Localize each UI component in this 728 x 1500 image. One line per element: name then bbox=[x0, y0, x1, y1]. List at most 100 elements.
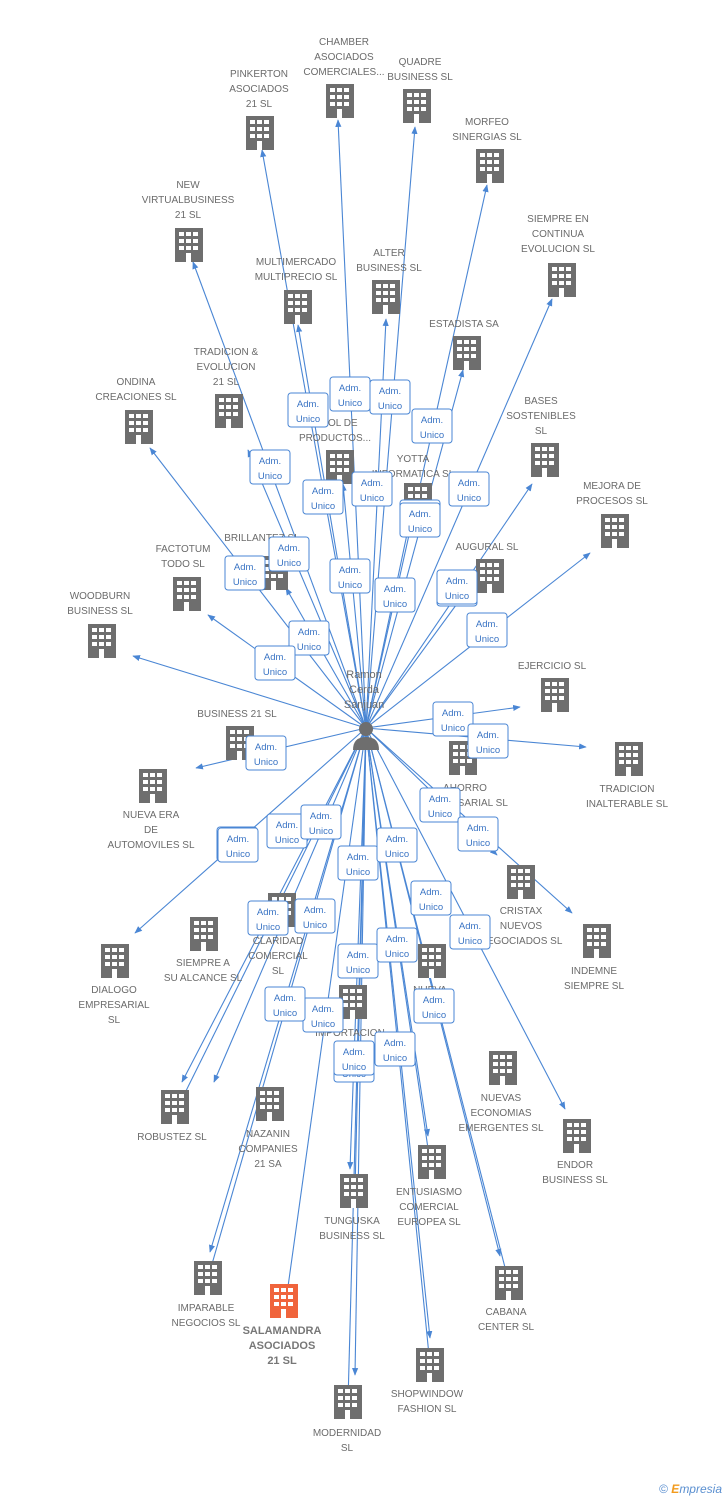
role-badge[interactable]: Adm.Unico bbox=[247, 900, 289, 936]
role-badge[interactable]: Adm.Unico bbox=[419, 787, 461, 823]
role-badge[interactable]: Adm.Unico bbox=[376, 927, 418, 963]
company-node[interactable]: AUGURAL SL bbox=[456, 542, 519, 593]
company-node[interactable]: ESTADISTA SA bbox=[429, 319, 499, 370]
company-label-line: NUEVA ERA bbox=[123, 810, 180, 821]
company-node[interactable]: ROBUSTEZ SL bbox=[137, 1090, 207, 1143]
role-badge[interactable]: Adm.Unico bbox=[410, 880, 452, 916]
role-badge[interactable]: Adm.Unico bbox=[302, 997, 344, 1033]
role-badge[interactable]: Adm.Unico bbox=[411, 408, 453, 444]
role-badge[interactable]: Adm.Unico bbox=[245, 735, 287, 771]
company-node[interactable]: SIEMPRE ASU ALCANCE SL bbox=[164, 917, 243, 984]
role-badge[interactable]: Adm.Unico bbox=[374, 577, 416, 613]
company-label-line: PINKERTON bbox=[230, 69, 288, 80]
role-badge[interactable]: Adm.Unico bbox=[337, 943, 379, 979]
role-badge[interactable]: Adm.Unico bbox=[287, 392, 329, 428]
badge-role-line1: Adm. bbox=[259, 456, 281, 467]
company-label-line: CRISTAX bbox=[500, 906, 543, 917]
role-badge[interactable]: Adm.Unico bbox=[448, 471, 490, 507]
badge-role-line1: Adm. bbox=[386, 834, 408, 845]
role-badge[interactable]: Adm.Unico bbox=[466, 612, 508, 648]
role-badge[interactable]: Adm.Unico bbox=[432, 701, 474, 737]
badge-role-line1: Adm. bbox=[429, 794, 451, 805]
role-badge[interactable]: Adm.Unico bbox=[457, 816, 499, 852]
copyright-symbol: © bbox=[659, 1482, 668, 1496]
role-badge[interactable]: Adm.Unico bbox=[329, 376, 371, 412]
role-badge[interactable]: Adm.Unico bbox=[376, 827, 418, 863]
company-label-line: INALTERABLE SL bbox=[586, 799, 669, 810]
role-badge[interactable]: Adm.Unico bbox=[351, 471, 393, 507]
role-badge[interactable]: Adm.Unico bbox=[264, 986, 306, 1022]
company-label-line: IMPORTACION bbox=[315, 1028, 385, 1039]
badge-role-line1: Adm. bbox=[227, 834, 249, 845]
brand-logo-e: E bbox=[671, 1482, 680, 1496]
building-icon bbox=[495, 1266, 523, 1300]
company-node[interactable]: BRILLANTEZ SL bbox=[224, 533, 300, 590]
role-badge[interactable]: Adm.Unico bbox=[374, 1031, 416, 1067]
role-badge[interactable]: Adm.Unico bbox=[288, 620, 330, 656]
edge-c4 bbox=[365, 184, 489, 729]
role-badge[interactable]: Adm.Unico bbox=[268, 536, 310, 572]
company-label-line: SIEMPRE SL bbox=[564, 981, 624, 992]
role-badge[interactable]: Adm.Unico bbox=[294, 898, 336, 934]
role-badge[interactable]: Adm.Unico bbox=[413, 988, 455, 1024]
building-icon bbox=[476, 559, 504, 593]
building-icon bbox=[601, 514, 629, 548]
role-badge[interactable]: Adm.Unico bbox=[337, 845, 379, 881]
edge-c16 bbox=[285, 587, 367, 729]
role-badge[interactable]: Adm.Unico bbox=[249, 449, 291, 485]
role-badge[interactable]: Adm.Unico bbox=[467, 723, 509, 759]
company-label-line: COMPANIES bbox=[238, 1144, 298, 1155]
company-label-line: 21 SL bbox=[246, 99, 273, 110]
role-badge[interactable]: Adm.Unico bbox=[436, 569, 478, 605]
company-label-line: 21 SA bbox=[254, 1159, 282, 1170]
role-badge[interactable]: Adm.Unico bbox=[369, 379, 411, 415]
role-badge[interactable]: Adm.Unico bbox=[254, 645, 296, 681]
badge-role-line1: Adm. bbox=[347, 852, 369, 863]
badge-role-line2: Unico bbox=[458, 936, 482, 947]
company-node[interactable]: BUSINESS 21 SL bbox=[197, 709, 277, 760]
role-badge[interactable]: Adm.Unico bbox=[399, 502, 441, 538]
role-badge[interactable]: Adm.Unico bbox=[333, 1040, 375, 1076]
badge-role-line2: Unico bbox=[233, 577, 257, 588]
company-node[interactable]: EJERCICIO SL bbox=[518, 661, 587, 712]
company-node[interactable]: CHAMBERASOCIADOSCOMERCIALES... bbox=[303, 37, 385, 118]
role-badge[interactable]: Adm.Unico bbox=[449, 914, 491, 950]
role-badge[interactable]: Adm.Unico bbox=[302, 479, 344, 515]
role-badge[interactable]: Adm.Unico bbox=[329, 558, 371, 594]
role-badge[interactable]: Adm.Unico bbox=[224, 555, 266, 591]
role-badge[interactable]: Adm.Unico bbox=[217, 827, 259, 863]
role-badge[interactable]: Adm.Unico bbox=[300, 804, 342, 840]
